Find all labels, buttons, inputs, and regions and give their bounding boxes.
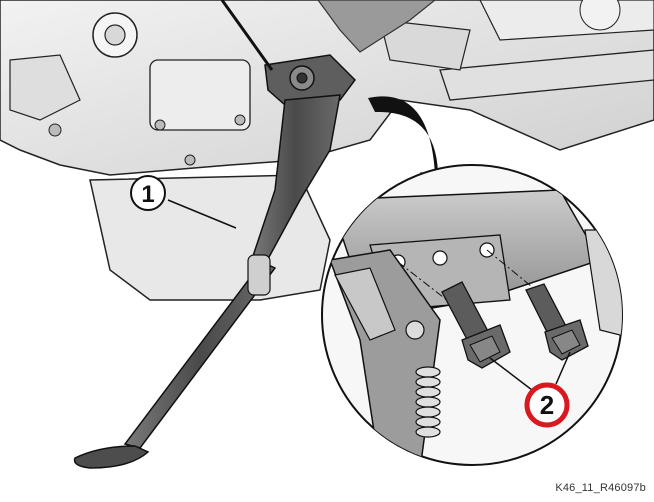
detail-circle [321,164,623,466]
callout-2: 2 [524,382,570,428]
callout-1-label: 1 [141,181,154,208]
bolt-right [525,283,589,361]
side-stand [73,54,356,469]
leader-line-1 [167,199,237,229]
direction-arrow [317,0,436,53]
callout-1: 1 [130,175,166,211]
reference-code: K46_11_R46097b [555,482,646,494]
bolt-left [441,281,511,369]
leader-line-2a [489,357,533,391]
callout-2-label: 2 [540,390,554,420]
leader-line-2b [555,351,571,385]
